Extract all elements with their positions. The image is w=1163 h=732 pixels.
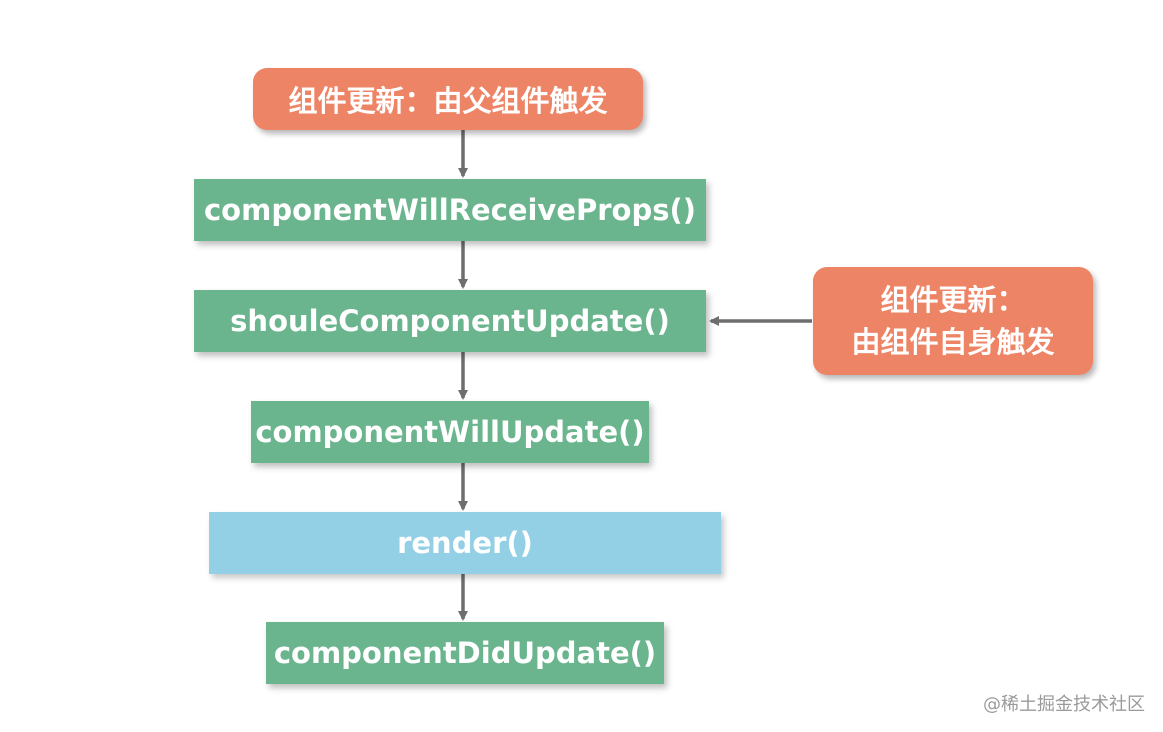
self-trigger-label-line2: 由组件自身触发 bbox=[851, 325, 1055, 359]
component-will-update-box: componentWillUpdate() bbox=[251, 401, 649, 463]
component-will-update-label: componentWillUpdate() bbox=[255, 415, 645, 449]
parent-trigger-box: 组件更新：由父组件触发 bbox=[253, 68, 643, 130]
component-did-update-box: componentDidUpdate() bbox=[266, 622, 664, 684]
render-box: render() bbox=[209, 512, 721, 574]
component-will-receive-props-box: componentWillReceiveProps() bbox=[194, 179, 706, 241]
parent-trigger-label: 组件更新：由父组件触发 bbox=[288, 84, 608, 118]
should-component-update-box: shouleComponentUpdate() bbox=[194, 290, 706, 352]
render-label: render() bbox=[397, 526, 533, 560]
component-will-receive-props-label: componentWillReceiveProps() bbox=[203, 193, 697, 227]
should-component-update-label: shouleComponentUpdate() bbox=[230, 304, 670, 338]
self-trigger-label-line1: 组件更新： bbox=[880, 283, 1026, 317]
component-did-update-label: componentDidUpdate() bbox=[273, 636, 657, 670]
self-trigger-box: 组件更新： 由组件自身触发 bbox=[813, 267, 1093, 375]
watermark: @稀土掘金技术社区 bbox=[983, 694, 1145, 715]
